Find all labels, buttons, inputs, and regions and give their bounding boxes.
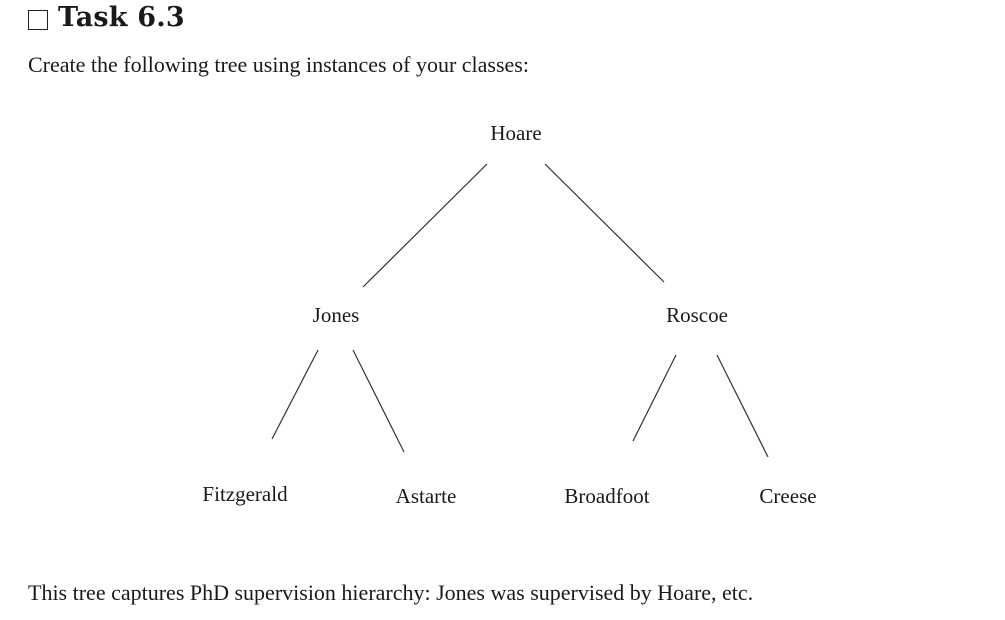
edge-roscoe-creese — [716, 354, 769, 458]
tree-node-root: Hoare — [490, 121, 542, 145]
edge-jones-astarte — [352, 349, 405, 453]
edge-roscoe-broadfoot — [632, 354, 677, 442]
tree-node-broadfoot: Broadfoot — [564, 484, 650, 508]
task-title: Task 6.3 — [58, 2, 185, 33]
tree-node-roscoe: Roscoe — [666, 303, 728, 327]
footer-text: This tree captures PhD supervision hiera… — [28, 580, 754, 605]
tree-node-astarte: Astarte — [395, 484, 457, 508]
task-header: Task 6.3 — [28, 2, 185, 33]
intro-text: Create the following tree using instance… — [28, 52, 529, 77]
task-checkbox-icon[interactable] — [28, 9, 48, 30]
tree-node-creese: Creese — [759, 484, 817, 508]
tree-node-jones: Jones — [312, 303, 360, 327]
edge-hoare-roscoe — [544, 163, 665, 283]
edge-jones-fitzgerald — [271, 349, 319, 440]
edge-hoare-jones — [362, 163, 488, 288]
tree-node-fitzgerald: Fitzgerald — [202, 482, 288, 506]
